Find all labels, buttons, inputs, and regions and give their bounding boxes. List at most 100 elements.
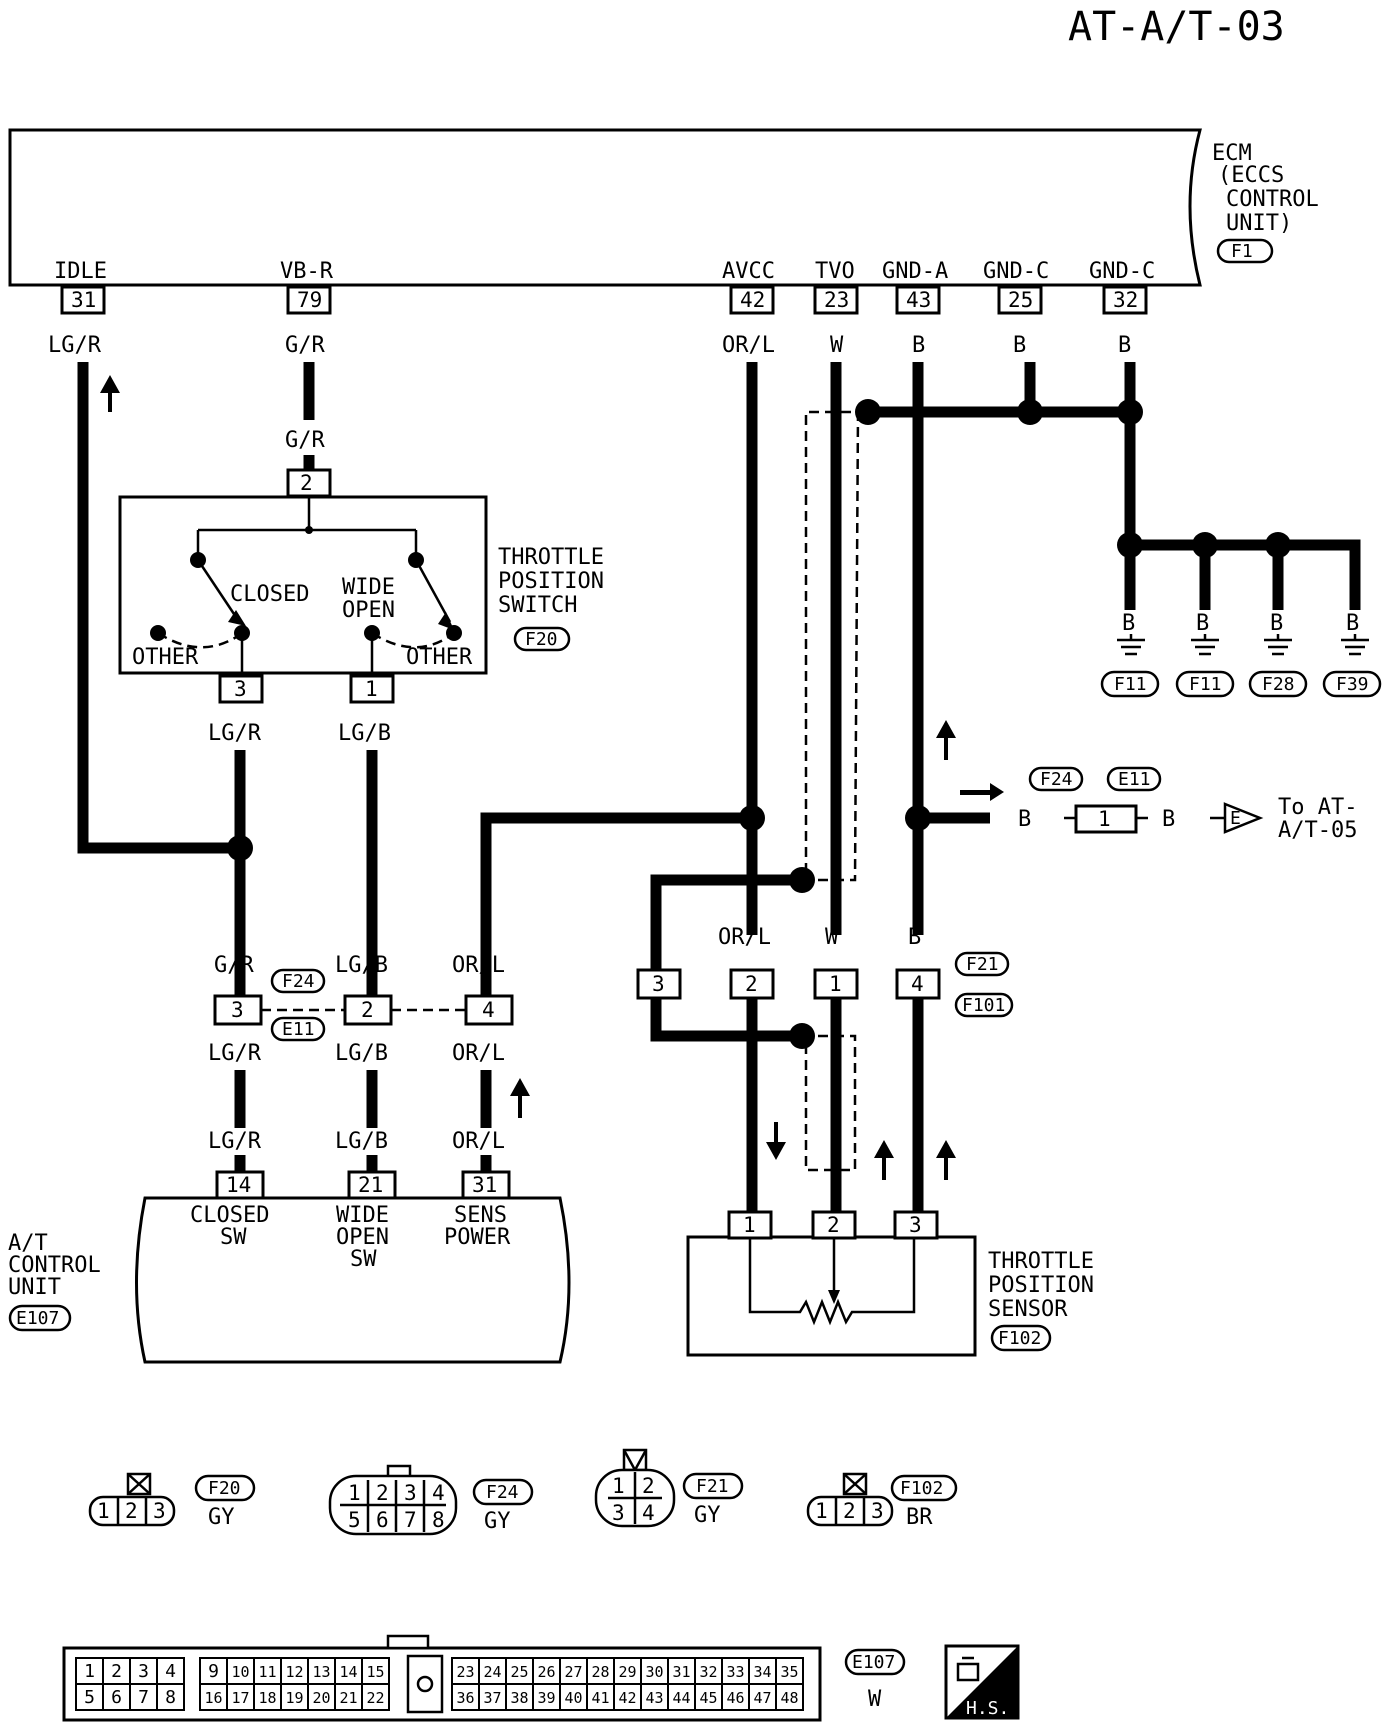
svg-text:F21: F21 <box>966 954 999 975</box>
e107-pin-label: 3 <box>138 1661 149 1682</box>
e107-pin-label: 31 <box>672 1663 690 1681</box>
e107-pin-label: 32 <box>699 1663 717 1681</box>
e107-pin-label: 18 <box>258 1689 276 1707</box>
svg-text:E11: E11 <box>1118 769 1151 790</box>
svg-text:F101: F101 <box>962 995 1005 1016</box>
svg-text:14: 14 <box>226 1173 251 1197</box>
svg-text:1: 1 <box>743 1213 756 1237</box>
throttle-switch-pin-2: 2 <box>300 471 313 495</box>
e107-pin-cell <box>226 1657 255 1685</box>
wire-ground-bus <box>868 362 1361 610</box>
e107-pin-label: 33 <box>726 1663 744 1681</box>
svg-text:8: 8 <box>432 1508 445 1532</box>
svg-text:79: 79 <box>297 288 322 312</box>
svg-text:B: B <box>1196 611 1209 636</box>
svg-text:F11: F11 <box>1189 674 1222 695</box>
switch-closed-label: CLOSED <box>230 582 309 607</box>
svg-text:F24: F24 <box>1040 769 1073 790</box>
svg-text:SENSOR: SENSOR <box>988 1297 1068 1322</box>
e107-pin-label: 27 <box>564 1663 582 1681</box>
svg-text:1: 1 <box>1098 807 1111 831</box>
arrow-up-idle <box>100 375 120 412</box>
svg-text:E107: E107 <box>852 1652 895 1673</box>
svg-text:SW: SW <box>350 1247 377 1272</box>
e107-pin-label: 12 <box>285 1663 303 1681</box>
ecm-terminal-gnd-c-25: GND-C 25 B <box>983 259 1049 358</box>
e107-pin-label: 35 <box>780 1663 798 1681</box>
switch-open-label: OPEN <box>342 598 395 623</box>
e107-pin-label: 14 <box>339 1663 357 1681</box>
svg-text:AVCC: AVCC <box>722 259 775 284</box>
svg-text:3: 3 <box>871 1499 884 1523</box>
svg-text:LG/R: LG/R <box>208 1129 262 1154</box>
svg-text:1: 1 <box>612 1474 625 1498</box>
throttle-switch-pin-1: 1 <box>365 677 378 701</box>
e107-pin-label: 25 <box>510 1663 528 1681</box>
svg-text:25: 25 <box>1008 288 1033 312</box>
svg-text:A/T-05: A/T-05 <box>1278 818 1357 843</box>
wire-label-g-r: G/R <box>285 428 325 453</box>
hs-mark: H.S. <box>944 1644 1020 1720</box>
wire-sens-power <box>480 812 752 940</box>
svg-text:B: B <box>1118 333 1131 358</box>
svg-text:LG/R: LG/R <box>48 333 102 358</box>
svg-text:3: 3 <box>612 1501 625 1525</box>
svg-text:W: W <box>825 925 839 950</box>
e107-pin-label: 30 <box>645 1663 663 1681</box>
tcu-box <box>135 1196 571 1364</box>
e107-pin-label: 46 <box>726 1689 744 1707</box>
ecm-terminal-tvo: TVO 23 W <box>813 259 859 358</box>
svg-text:WIDE: WIDE <box>336 1203 389 1228</box>
f24-e11-connector: G/R LG/B OR/L 3 2 4 F24 E11 LG/R LG/B OR… <box>208 953 514 1066</box>
e107-pin-label: 7 <box>138 1687 149 1708</box>
svg-text:OR/L: OR/L <box>452 1129 505 1154</box>
ecm-box <box>8 128 1202 287</box>
svg-text:F102: F102 <box>998 1328 1041 1349</box>
svg-text:23: 23 <box>824 288 849 312</box>
e107-pin-label: 39 <box>537 1689 555 1707</box>
switch-other-left: OTHER <box>132 645 199 670</box>
svg-text:3: 3 <box>231 998 244 1022</box>
svg-text:7: 7 <box>404 1508 417 1532</box>
connector-view-f24: 1 2 3 4 5 6 7 8 F24 GY <box>328 1464 534 1536</box>
svg-text:SW: SW <box>220 1225 247 1250</box>
e107-pin-cell <box>559 1683 588 1711</box>
wire-idle-lg-r <box>77 362 240 854</box>
svg-text:CONTROL: CONTROL <box>8 1253 101 1278</box>
ground-f11-a: B F11 <box>1100 611 1160 698</box>
svg-text:B: B <box>1162 807 1175 832</box>
e107-pin-cell <box>361 1683 390 1711</box>
svg-text:5: 5 <box>348 1508 361 1532</box>
svg-text:42: 42 <box>740 288 765 312</box>
svg-text:H.S.: H.S. <box>966 1698 1009 1719</box>
e107-pin-label: 6 <box>111 1687 122 1708</box>
e107-pin-cell <box>775 1657 804 1685</box>
connector-view-f102: 1 2 3 F102 BR <box>806 1472 958 1530</box>
e107-pin-label: 19 <box>285 1689 303 1707</box>
svg-text:32: 32 <box>1113 288 1138 312</box>
svg-text:BR: BR <box>906 1505 933 1530</box>
svg-text:B: B <box>1346 611 1359 636</box>
svg-text:3: 3 <box>153 1499 166 1523</box>
svg-text:GY: GY <box>208 1505 235 1530</box>
svg-text:OR/L: OR/L <box>452 1041 505 1066</box>
e107-pin-label: 11 <box>258 1663 276 1681</box>
svg-text:POSITION: POSITION <box>498 569 604 594</box>
wire-shield-left <box>650 874 802 1042</box>
svg-text:W: W <box>830 333 844 358</box>
e107-pin-label: 5 <box>84 1687 95 1708</box>
ground-f39: B F39 <box>1322 611 1382 698</box>
svg-text:6: 6 <box>376 1508 389 1532</box>
e107-pin-cell <box>640 1683 669 1711</box>
e107-pin-label: 17 <box>231 1689 249 1707</box>
svg-text:B: B <box>1018 807 1031 832</box>
svg-text:F1: F1 <box>1231 241 1253 262</box>
svg-text:2: 2 <box>843 1499 856 1523</box>
e107-pin-cell <box>748 1683 777 1711</box>
svg-text:CLOSED: CLOSED <box>190 1203 269 1228</box>
svg-text:G/R: G/R <box>285 333 325 358</box>
ground-f28: B F28 <box>1248 611 1308 698</box>
e107-pin-label: 10 <box>231 1663 249 1681</box>
